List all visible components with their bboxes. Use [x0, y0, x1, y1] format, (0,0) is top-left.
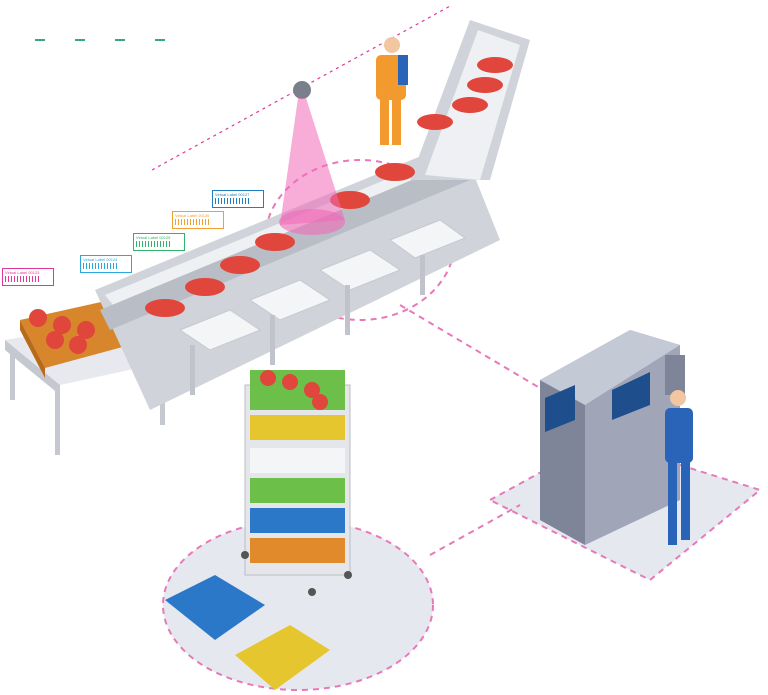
- crate-cart: [241, 370, 352, 596]
- virtual-label-text: Virtual Label 00123: [5, 270, 40, 275]
- barcode-icon: [5, 276, 39, 282]
- virtual-label: Virtual Label 00124: [80, 255, 132, 273]
- cart-platform: [162, 519, 434, 691]
- virtual-label-text: Virtual Label 00125: [136, 235, 171, 240]
- meat-pieces: [145, 57, 513, 317]
- barcode-icon: [136, 241, 170, 247]
- virtual-label: Virtual Label 00125: [133, 233, 185, 251]
- decorative-dots: [35, 39, 165, 41]
- barcode-icon: [175, 219, 209, 225]
- virtual-label: Virtual Label 00127: [212, 190, 264, 208]
- barcode-icon: [83, 263, 117, 269]
- blue-crate: [165, 575, 265, 640]
- virtual-label-text: Virtual Label 00127: [215, 192, 250, 197]
- connection-line: [399, 304, 561, 556]
- monitor-left: [545, 385, 575, 432]
- operator: [665, 390, 693, 545]
- control-station: [540, 330, 685, 545]
- virtual-label-text: Virtual Label 00124: [83, 257, 118, 262]
- worker: [376, 37, 408, 145]
- monitor-right: [612, 372, 650, 420]
- yellow-crate: [235, 625, 330, 690]
- virtual-label-text: Virtual Label 00126: [175, 213, 210, 218]
- barcode-icon: [215, 198, 249, 204]
- virtual-label: Virtual Label 00123: [2, 268, 54, 286]
- virtual-label: Virtual Label 00126: [172, 211, 224, 229]
- direction-arrow: [151, 4, 453, 171]
- scanner: [279, 81, 345, 235]
